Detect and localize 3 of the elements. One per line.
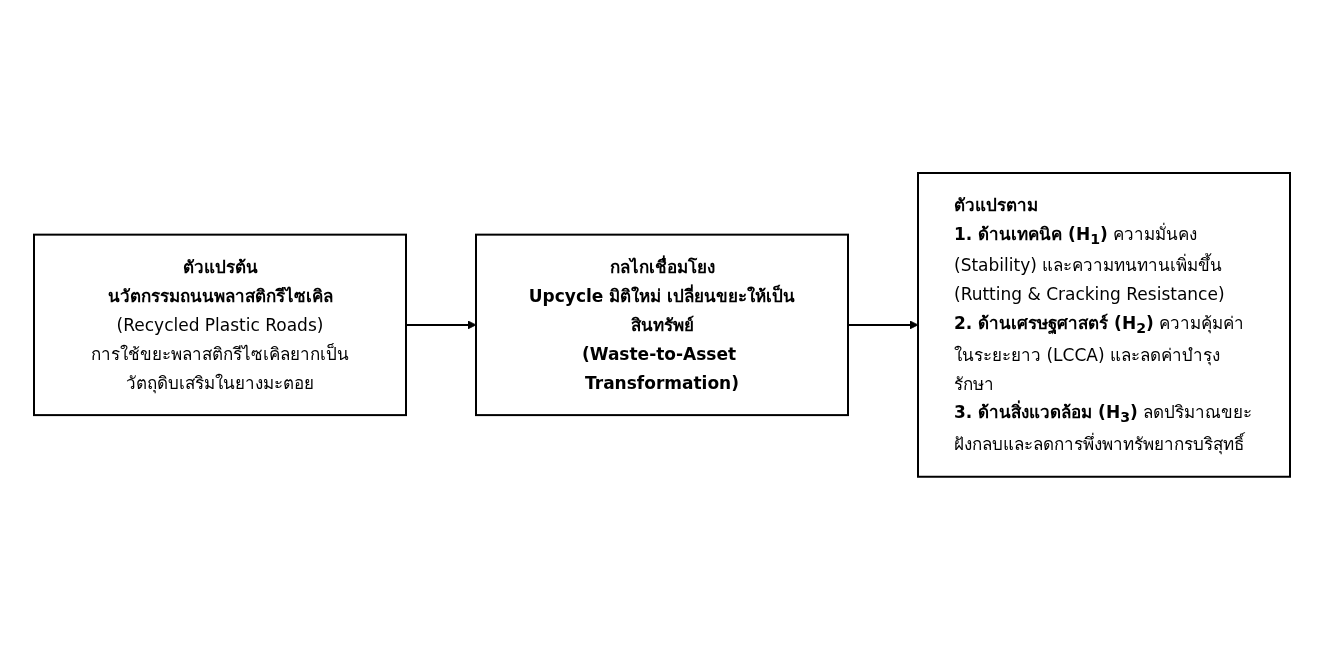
node-box: ตัวแปรตาม 1. ด้านเทคนิค (H$_{1}$) ความมั่นคง (Stability) และความทนทานเพิ่มขึ้น (Rutting & Cracking Resistance) 2. ด้านเศรษฐศาสตร์ (H$_{2}$) ความคุ้มค่าในระยะยาว (LCCA) และลดค่าบำรุงรักษา 3. ด้านสิ่งแวดล้อม (H$_{3}$) ลดปริมาณขยะฝังกลบและลดการพึ่งพาทรัพยากรบริสุทธิ์	[917, 171, 1291, 478]
node-box: ตัวแปรต้น นวัตกรรมถนนพลาสติกรีไซเคิล (Recycled Plastic Roads) การใช้ขยะพลาสติกรีไซเคิลยากเป็นวัตถุดิบเสริมในยางมะตอย	[33, 233, 407, 416]
node-box: กลไกเชื่อมโยง Upcycle มิติใหม่ เปลี่ยนขยะให้เป็นสินทรัพย์ (Waste-to-Asset Transformation)	[475, 233, 849, 416]
